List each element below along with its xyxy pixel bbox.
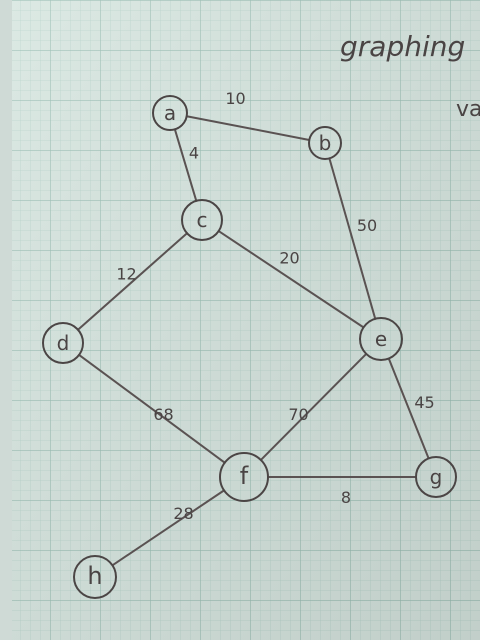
node-d: d <box>42 322 84 364</box>
edge-weight-b-e: 50 <box>357 216 377 235</box>
edge-c-e <box>217 230 365 329</box>
edge-e-g <box>387 357 430 460</box>
edge-f-h <box>111 489 226 567</box>
node-label: f <box>240 462 249 490</box>
node-h: h <box>73 555 117 599</box>
edge-weight-e-f: 70 <box>288 405 308 424</box>
node-circle <box>42 322 84 364</box>
node-b: b <box>308 126 342 160</box>
edge-weight-c-d: 12 <box>116 265 136 284</box>
edge-c-d <box>76 232 189 331</box>
node-c: c <box>181 199 223 241</box>
edge-a-b <box>185 115 311 141</box>
node-circle <box>308 126 342 160</box>
node-g: g <box>415 456 457 498</box>
edge-weight-a-b: 10 <box>225 89 245 108</box>
paper-sheet <box>12 0 480 640</box>
node-f: f <box>219 452 269 502</box>
edge-weight-a-c: 4 <box>189 144 199 163</box>
node-label: d <box>57 331 70 355</box>
node-circle <box>181 199 223 241</box>
margin-note: va <box>456 97 480 122</box>
node-label: g <box>430 465 443 489</box>
edge-d-f <box>78 353 226 464</box>
edge-weight-c-e: 20 <box>279 249 299 268</box>
node-label: e <box>375 327 387 351</box>
edge-a-c <box>173 128 198 202</box>
edge-weight-f-h: 28 <box>173 504 193 523</box>
page-heading: graphing <box>340 30 465 63</box>
edge-weight-f-g: 8 <box>341 488 351 507</box>
nodes-layer: a b c d e f g h <box>42 95 457 599</box>
edge-weight-e-g: 45 <box>414 393 434 412</box>
node-label: a <box>164 101 176 125</box>
node-label: h <box>87 562 102 590</box>
edge-weight-d-f: 68 <box>153 405 173 424</box>
edges-layer: 10 4 50 12 20 68 70 45 8 28 <box>76 89 435 567</box>
node-circle <box>152 95 188 131</box>
node-circle <box>415 456 457 498</box>
node-label: b <box>319 131 332 155</box>
node-circle <box>359 317 403 361</box>
node-e: e <box>359 317 403 361</box>
node-a: a <box>152 95 188 131</box>
node-label: c <box>197 208 208 232</box>
node-circle <box>73 555 117 599</box>
node-circle <box>219 452 269 502</box>
edge-e-f <box>259 352 368 461</box>
edge-b-e <box>328 157 377 320</box>
